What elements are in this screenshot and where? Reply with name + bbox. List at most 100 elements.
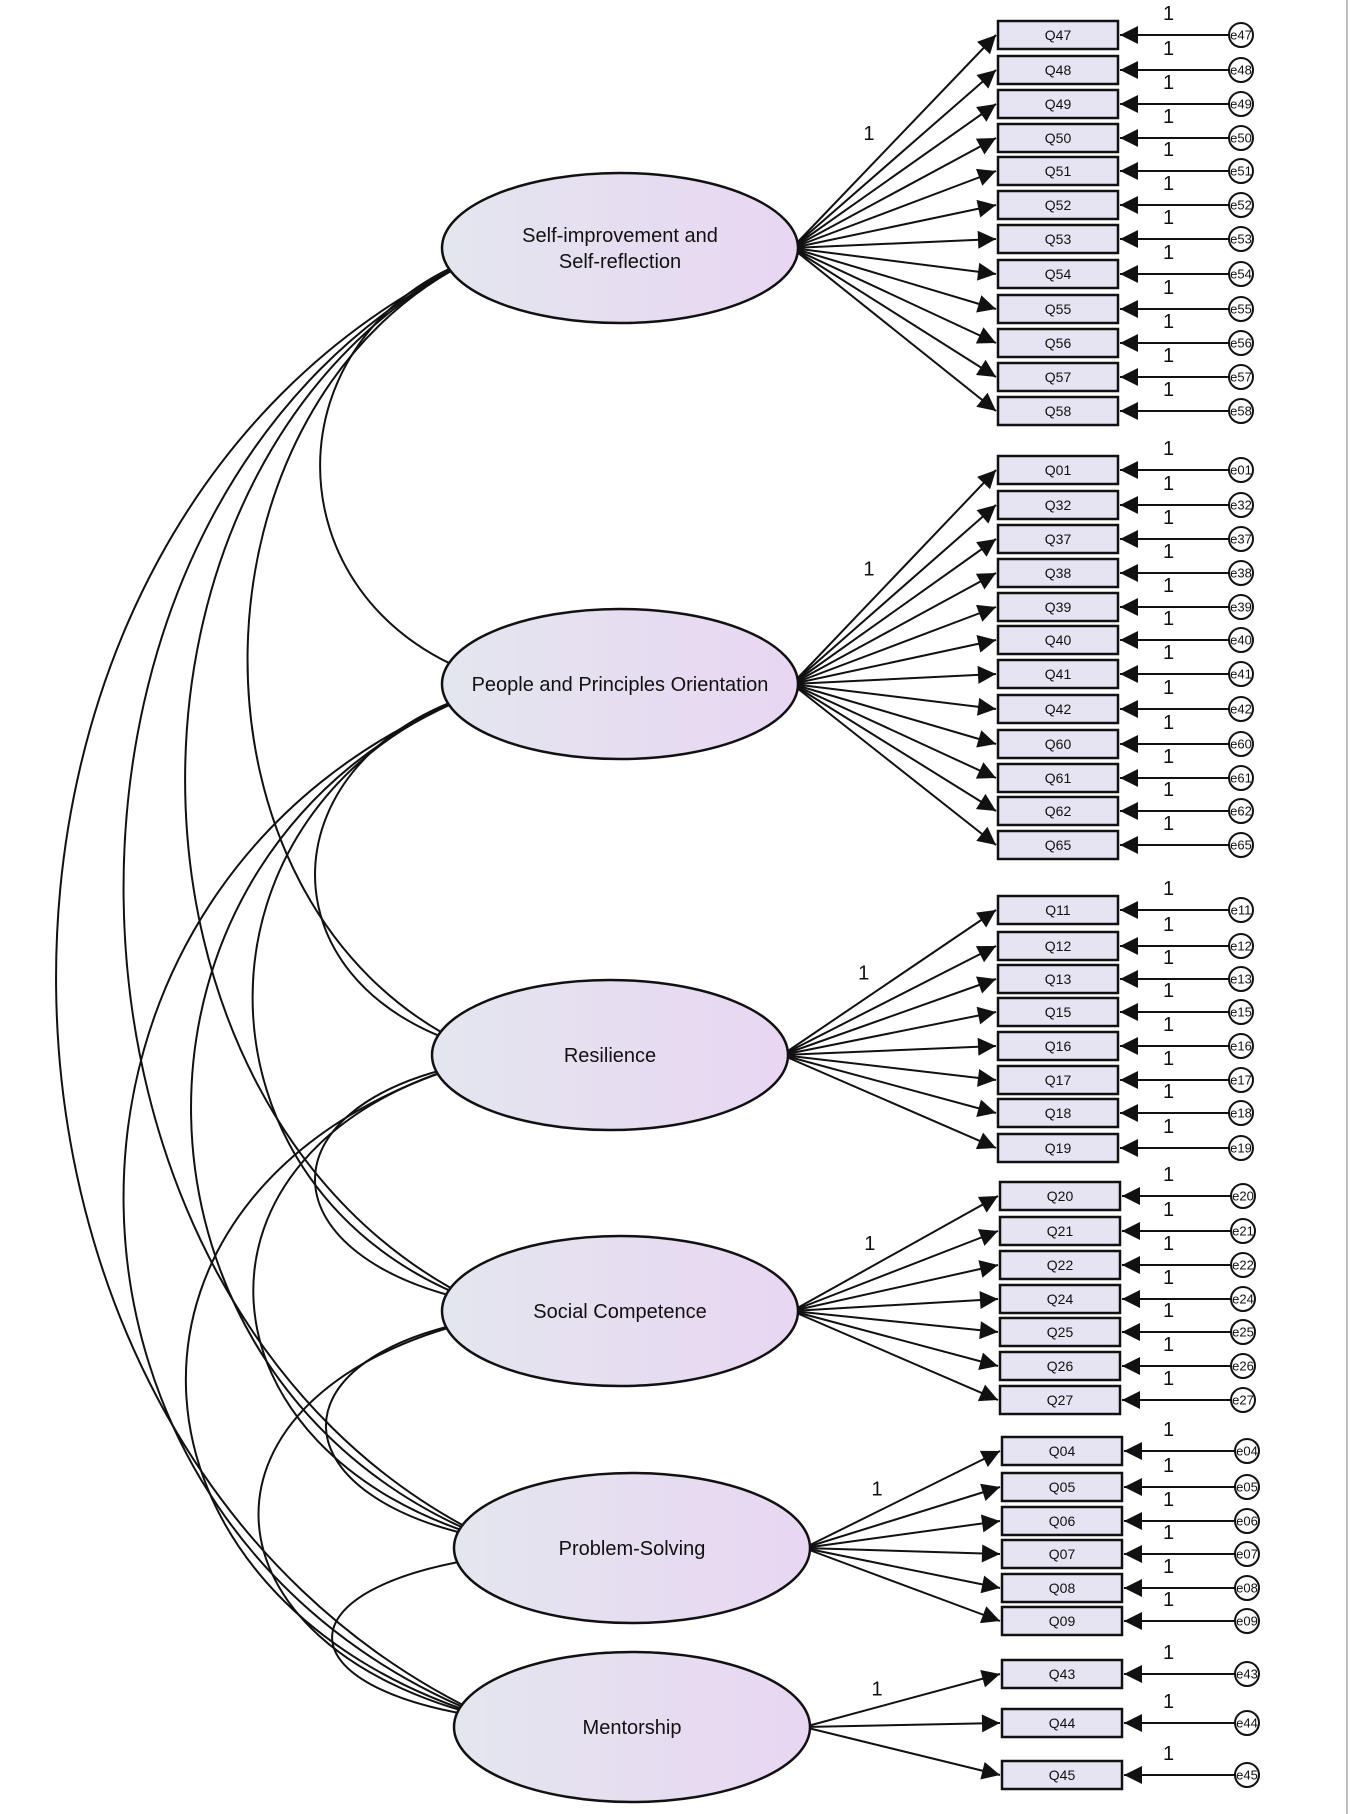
error-label: e51: [1230, 164, 1252, 179]
loading-path: [791, 247, 997, 412]
error-circle: [1228, 1100, 1254, 1126]
error-label: e18: [1230, 1106, 1252, 1121]
item-label: Q12: [1045, 938, 1072, 954]
covariance-arrow: [246, 256, 479, 1047]
item-box: [996, 557, 1120, 589]
item-box: [998, 1180, 1122, 1212]
loading-path: [781, 945, 997, 1056]
item-label: Q55: [1045, 301, 1072, 317]
item-box: [996, 327, 1120, 359]
covariance-arrow: [314, 689, 478, 1050]
error-weight-label: 1: [1163, 1048, 1174, 1070]
loading-weight-label: 1: [858, 962, 869, 984]
item-label: Q01: [1045, 462, 1072, 478]
error-label: e11: [1231, 903, 1252, 918]
item-label: Q37: [1045, 531, 1072, 547]
covariance-arrow: [331, 1550, 490, 1725]
loading-path: [781, 1054, 997, 1150]
loading-path: [791, 137, 997, 249]
loading-path-layer: [781, 26, 1235, 1784]
item-box: [996, 223, 1120, 255]
item-box: [996, 963, 1120, 995]
error-circle: [1228, 492, 1254, 518]
item-label: Q20: [1047, 1188, 1074, 1204]
factor-label: People and Principles Orientation: [472, 674, 769, 696]
item-label: Q38: [1045, 565, 1072, 581]
item-label: Q42: [1045, 701, 1072, 717]
item-box: [996, 1030, 1120, 1062]
error-label: e53: [1230, 232, 1252, 247]
error-circle: [1234, 1474, 1260, 1500]
error-label: e32: [1230, 498, 1252, 513]
error-circle: [1228, 226, 1254, 252]
item-label: Q58: [1045, 403, 1072, 419]
loading-path: [791, 683, 997, 812]
error-circle: [1234, 1608, 1260, 1634]
canvas-border: [1346, 0, 1348, 1814]
item-box: [998, 1384, 1122, 1416]
loading-weight-label: 1: [871, 1478, 882, 1500]
error-label: e07: [1236, 1547, 1258, 1562]
item-box: [1000, 1538, 1124, 1570]
error-circle: [1230, 1252, 1256, 1278]
loading-weight-label: 1: [863, 123, 874, 145]
item-label: Q65: [1045, 837, 1072, 853]
covariance-arrow: [55, 256, 491, 1719]
covariance-arrow: [314, 1058, 478, 1308]
loading-weight-label: 1: [863, 558, 874, 580]
loading-path: [791, 469, 997, 685]
error-circle: [1228, 57, 1254, 83]
item-box: [996, 658, 1120, 690]
item-label: Q56: [1045, 335, 1072, 351]
error-circle: [1228, 1135, 1254, 1161]
error-circle: [1230, 1286, 1256, 1312]
item-label: Q51: [1045, 163, 1072, 179]
error-weight-label: 1: [1163, 72, 1174, 94]
item-box: [996, 489, 1120, 521]
item-box: [996, 189, 1120, 221]
error-label: e52: [1230, 198, 1252, 213]
error-circle: [1230, 1183, 1256, 1209]
loading-weight-label: 1: [871, 1679, 882, 1701]
item-label: Q04: [1049, 1443, 1076, 1459]
error-label: e20: [1232, 1189, 1254, 1204]
error-circle: [1230, 1319, 1256, 1345]
item-box: [996, 1097, 1120, 1129]
error-weight-label: 1: [1163, 1164, 1174, 1186]
error-weight-label: 1: [1163, 1589, 1174, 1611]
item-box: [1000, 1707, 1124, 1739]
item-box: [1000, 1658, 1124, 1690]
error-label: e60: [1230, 737, 1252, 752]
item-box: [998, 1215, 1122, 1247]
item-label: Q61: [1045, 770, 1072, 786]
covariance-arrow: [190, 691, 490, 1541]
error-weight-label: 1: [1163, 1267, 1174, 1289]
error-label: e24: [1232, 1292, 1254, 1307]
error-weight-label: 1: [1163, 207, 1174, 229]
loading-path: [791, 1310, 999, 1340]
error-circle: [1234, 1661, 1260, 1687]
item-box: [1000, 1435, 1124, 1467]
error-weight-label: 1: [1163, 1300, 1174, 1322]
error-label: e58: [1230, 404, 1252, 419]
loading-path: [791, 168, 997, 249]
item-label: Q06: [1049, 1513, 1076, 1529]
item-label: Q40: [1045, 632, 1072, 648]
error-label: e25: [1232, 1325, 1254, 1340]
error-label: e05: [1236, 1480, 1258, 1495]
error-circle: [1228, 798, 1254, 824]
covariance-arrow: [325, 1314, 490, 1545]
loading-path: [803, 1714, 1001, 1733]
factor-label: Resilience: [564, 1045, 656, 1067]
covariance-arrow: [251, 690, 478, 1305]
error-circle: [1234, 1541, 1260, 1567]
loading-path: [791, 1229, 999, 1312]
error-weight-label: 1: [1163, 1556, 1174, 1578]
loading-path: [791, 103, 997, 249]
loading-weight-label: 1: [864, 1233, 875, 1255]
error-label: e21: [1232, 1224, 1254, 1239]
item-label: Q53: [1045, 231, 1072, 247]
item-label: Q18: [1045, 1105, 1072, 1121]
factor-ellipse: [440, 607, 800, 761]
item-label: Q15: [1045, 1004, 1072, 1020]
